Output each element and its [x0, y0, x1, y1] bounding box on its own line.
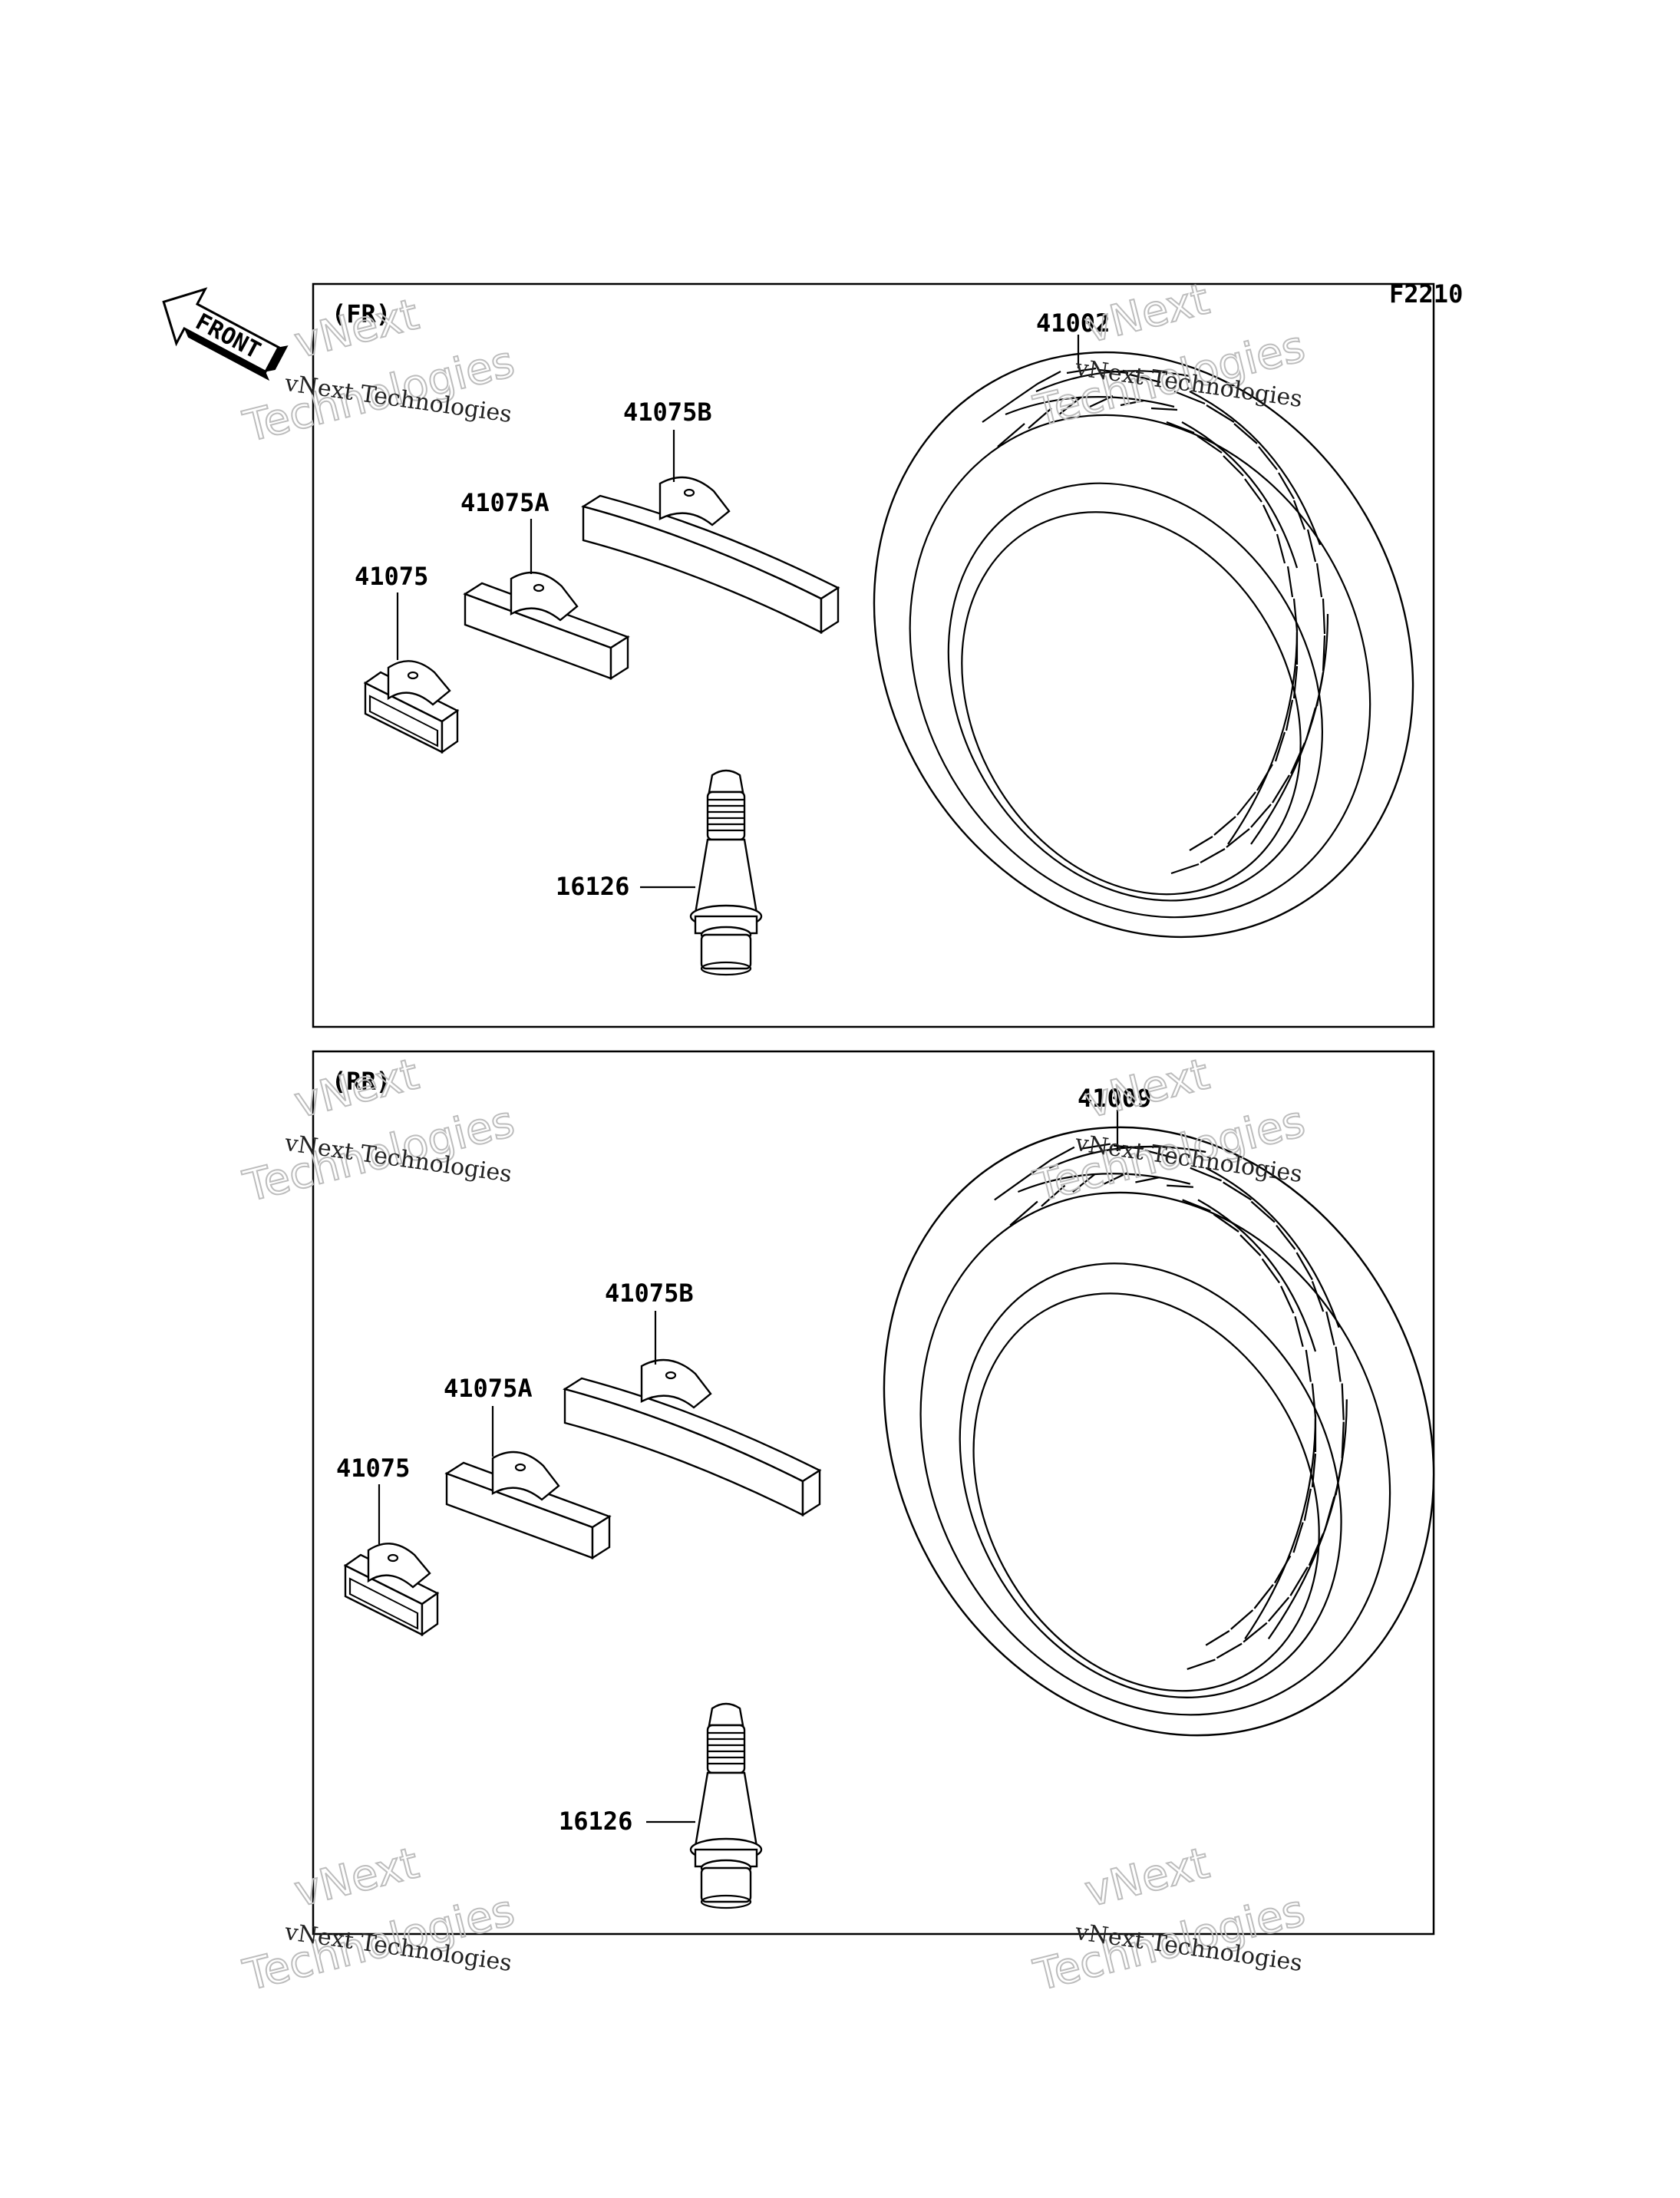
label-rear-weight-large: 41075B: [605, 1279, 694, 1308]
rear-weight-large: [563, 1358, 821, 1516]
watermark-1: vNext Technologies vNext Technologies: [238, 289, 520, 453]
panel-front-title: (FR): [332, 299, 391, 328]
panel-front-frame: [312, 282, 1435, 1028]
front-weight-medium: [464, 571, 629, 680]
label-front-weight-medium: 41075A: [460, 488, 550, 517]
label-rear-valve: 16126: [559, 1807, 632, 1836]
label-front-valve: 16126: [556, 872, 629, 901]
front-valve: [689, 769, 763, 976]
svg-text:vNext: vNext: [289, 1838, 423, 1917]
label-front-weight-large: 41075B: [623, 398, 712, 427]
label-rear-weight-medium: 41075A: [444, 1374, 533, 1403]
label-front-weight-small: 41075: [355, 562, 428, 591]
front-weight-small: [364, 660, 459, 754]
rear-weight-medium: [445, 1450, 611, 1559]
svg-text:vNext: vNext: [289, 1049, 423, 1128]
svg-text:vNext: vNext: [1080, 1049, 1213, 1128]
label-rear-weight-small: 41075: [336, 1454, 410, 1483]
rear-weight-small: [344, 1543, 439, 1636]
panel-rear: (RR) 41009 41075B 41075A 41075 16126: [312, 1023, 1542, 1936]
watermark-5: vNext Technologies vNext Technologies: [238, 1837, 520, 2002]
svg-text:vNext: vNext: [1080, 1838, 1213, 1917]
label-front-tire: 41002: [1036, 309, 1110, 338]
rear-valve: [689, 1702, 763, 1909]
front-weight-large: [582, 476, 840, 634]
front-arrow-icon: FRONT: [162, 287, 289, 381]
label-rear-tire: 41009: [1078, 1084, 1151, 1113]
svg-text:vNext: vNext: [1080, 274, 1213, 353]
panel-front: (FR) 41002 41075B 41075A 41075 16126: [312, 252, 1519, 1037]
watermark-6: vNext Technologies vNext Technologies: [1028, 1837, 1311, 2002]
panel-rear-title: (RR): [332, 1067, 391, 1096]
watermark-3: vNext Technologies vNext Technologies: [238, 1048, 520, 1213]
